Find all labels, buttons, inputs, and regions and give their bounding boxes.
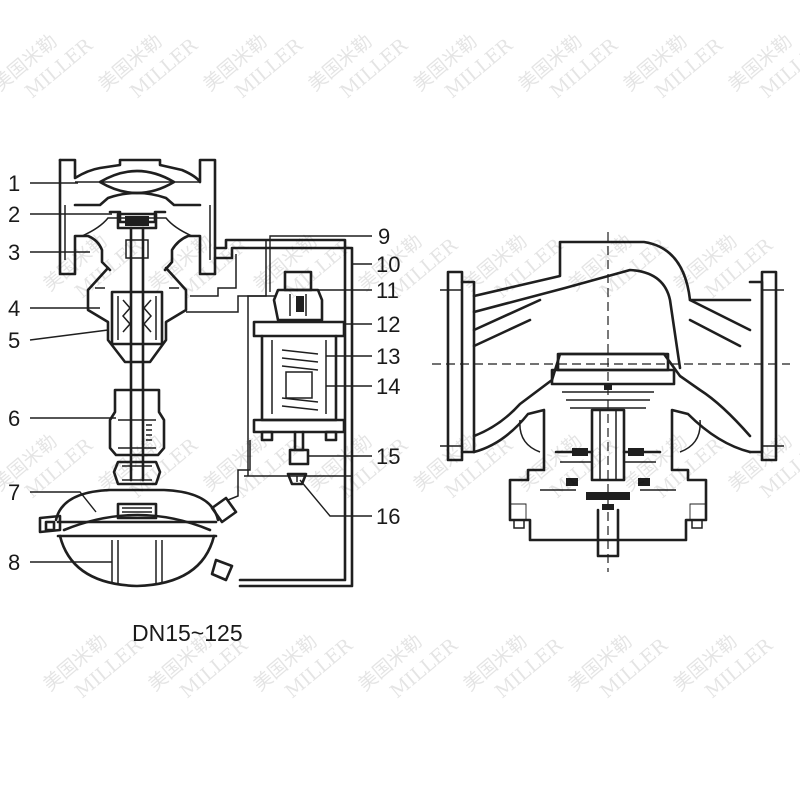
callout-3: 3: [8, 240, 20, 265]
callout-8: 8: [8, 550, 20, 575]
pilot-valve: [252, 270, 346, 466]
leader-lines: [29, 182, 372, 563]
callout-2: 2: [8, 202, 20, 227]
callout-15: 15: [376, 444, 400, 469]
plug-assembly: [540, 352, 676, 558]
flanges: [440, 270, 784, 462]
stem-coupling: [108, 388, 166, 486]
left-valve-section: [29, 158, 372, 588]
body-outline: [472, 240, 752, 542]
callout-9: 9: [378, 224, 390, 249]
callout-12: 12: [376, 312, 400, 337]
callout-5: 5: [8, 328, 20, 353]
impulse-tubing: [186, 238, 354, 588]
callout-13: 13: [376, 344, 400, 369]
needle-valve: [286, 472, 308, 486]
callout-14: 14: [376, 374, 400, 399]
callout-1: 1: [8, 171, 20, 196]
callout-10: 10: [376, 252, 400, 277]
callout-4: 4: [8, 296, 20, 321]
callout-6: 6: [8, 406, 20, 431]
actuator: [38, 488, 238, 588]
callout-7: 7: [8, 480, 20, 505]
bonnet: [86, 226, 188, 482]
size-caption: DN15~125: [132, 620, 243, 646]
centerlines: [432, 232, 790, 572]
right-valve-section: [432, 232, 790, 572]
body-bolts: [510, 503, 706, 529]
callout-labels: 1 2 3 4 5 6 7 8 9 10 11 12 13 14 15 16: [8, 171, 400, 575]
callout-11: 11: [376, 278, 399, 303]
callout-16: 16: [376, 504, 400, 529]
valve-body: [58, 158, 217, 276]
